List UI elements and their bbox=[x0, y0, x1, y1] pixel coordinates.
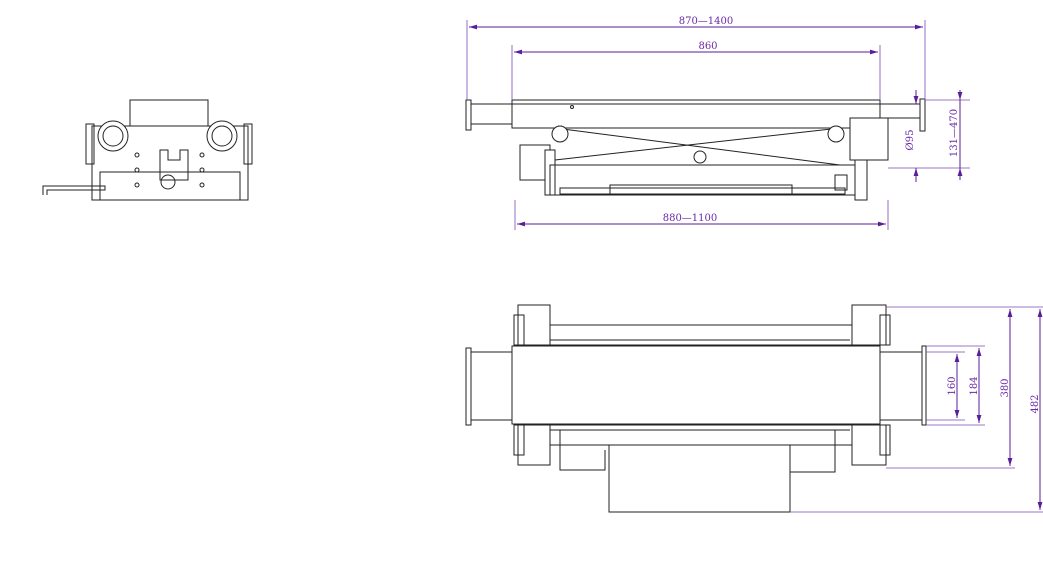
dim-frame-width: 380 bbox=[1000, 378, 1011, 397]
dim-base-length: 880—1100 bbox=[663, 213, 718, 224]
dim-overall-length: 870—1400 bbox=[679, 16, 734, 27]
end-view bbox=[42, 99, 253, 201]
dim-rail-length: 860 bbox=[698, 41, 717, 52]
dim-height-range: 131—470 bbox=[949, 109, 960, 157]
side-view bbox=[465, 20, 970, 230]
dim-tube-diameter: Ø95 bbox=[905, 130, 916, 151]
dim-overall-width: 482 bbox=[1030, 394, 1041, 413]
plan-view bbox=[465, 304, 1043, 513]
dim-tube-inner: 160 bbox=[947, 376, 958, 395]
dim-tube-flange: 184 bbox=[969, 376, 980, 395]
